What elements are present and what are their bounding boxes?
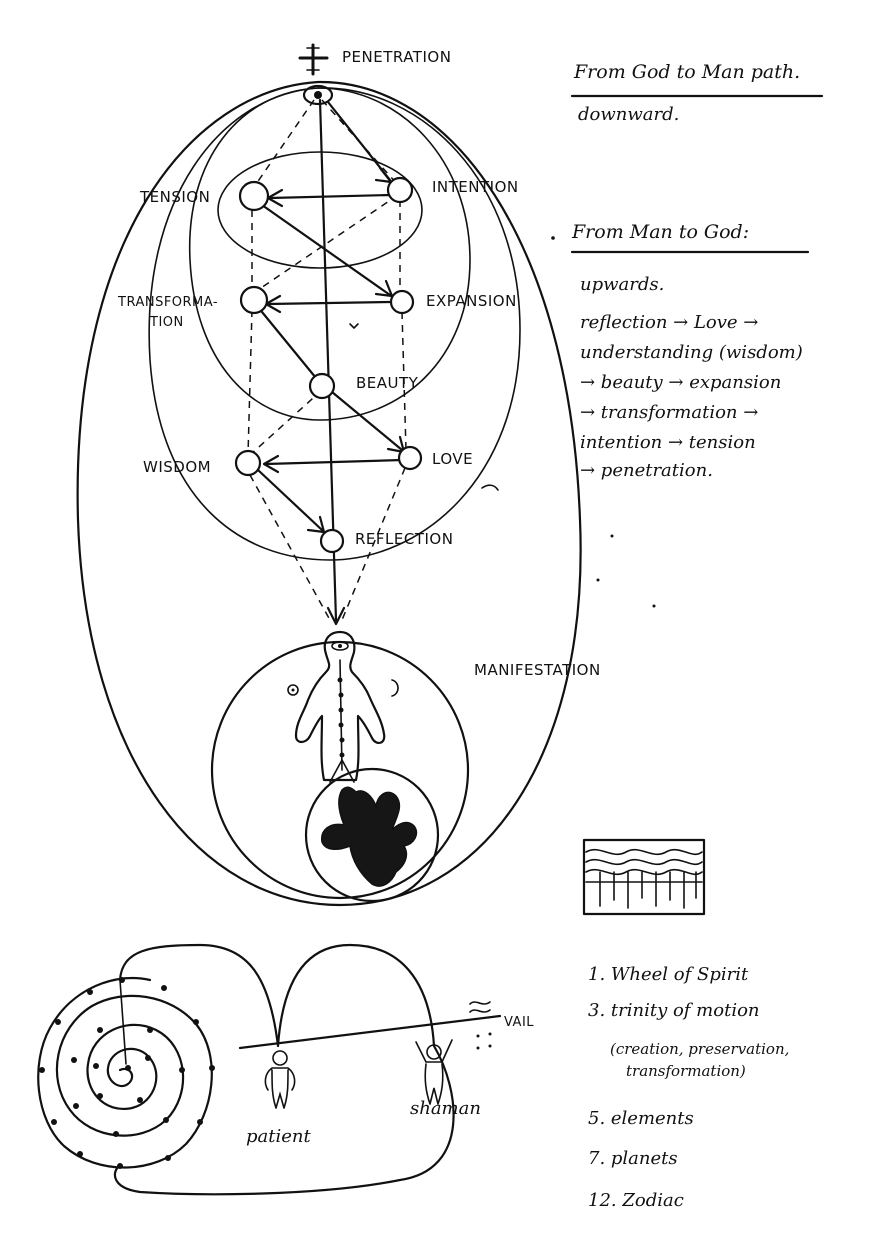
- shaman-figure: [415, 1039, 453, 1105]
- dashed-paths: [247, 99, 407, 621]
- note-line-2: reflection → Love →: [580, 312, 758, 333]
- label-shaman: shaman: [410, 1098, 481, 1119]
- legend-item-7: 12. Zodiac: [588, 1190, 684, 1211]
- top-ellipse: [217, 151, 423, 269]
- node-beauty: [308, 372, 336, 400]
- note-line-5: → transformation →: [580, 402, 758, 423]
- pen-mark: [481, 484, 499, 491]
- note-line-3: understanding (wisdom): [580, 342, 803, 363]
- node-transformation: [239, 285, 269, 315]
- speck: [610, 534, 614, 538]
- label-love: LOVE: [432, 450, 473, 468]
- note-upward-title: From Man to God:: [571, 221, 749, 243]
- node-wisdom: [234, 449, 262, 477]
- waves-icon: [469, 1001, 491, 1013]
- label-vail: VAIL: [504, 1015, 534, 1030]
- speck: [596, 578, 600, 582]
- speck: [652, 604, 656, 608]
- middle-egg: [188, 87, 471, 421]
- label-tension: TENSION: [139, 188, 210, 206]
- shadow-tether: [329, 758, 355, 783]
- patient-figure: [264, 1050, 296, 1109]
- legend-item-3: (creation, preservation,: [610, 1040, 789, 1058]
- legend-item-1: 1. Wheel of Spirit: [588, 964, 749, 985]
- note-line-7: → penetration.: [580, 460, 713, 481]
- label-transformation-1: TRANSFORMA-: [117, 295, 218, 310]
- inner-egg: [148, 87, 521, 561]
- note-line-6: intention → tension: [580, 432, 756, 453]
- label-manifestation: MANIFESTATION: [474, 661, 601, 679]
- legend-item-6: 7. planets: [588, 1148, 678, 1169]
- spirit-loop: [113, 943, 455, 1196]
- label-wisdom: WISDOM: [143, 458, 211, 476]
- label-penetration: PENETRATION: [342, 48, 451, 66]
- bullet-dot: [551, 236, 555, 240]
- node-intention: [386, 176, 414, 204]
- shadow-circle: [304, 767, 440, 903]
- cross-icon: [298, 43, 329, 76]
- note-downward-text: downward.: [578, 104, 679, 125]
- note-line-4: → beauty → expansion: [580, 372, 781, 393]
- human-figure: [294, 630, 386, 782]
- node-reflection: [319, 528, 345, 554]
- dots-mark: [476, 1032, 492, 1050]
- legend-item-4: transformation): [626, 1062, 746, 1080]
- nodes: [234, 176, 423, 554]
- legend-item-5: 5. elements: [588, 1108, 694, 1129]
- label-reflection: REFLECTION: [355, 530, 453, 548]
- label-patient: patient: [246, 1126, 311, 1147]
- label-intention: INTENTION: [432, 178, 519, 196]
- label-expansion: EXPANSION: [426, 292, 517, 310]
- outer-egg: [76, 80, 582, 907]
- note-downward-title: From God to Man path.: [573, 61, 800, 83]
- eye-icon: [302, 84, 334, 106]
- node-tension: [238, 180, 270, 212]
- moon-icon: [391, 679, 399, 697]
- label-beauty: BEAUTY: [356, 374, 419, 392]
- legend-item-2: 3. trinity of motion: [588, 1000, 760, 1021]
- pen-mark-2: [349, 323, 359, 330]
- spiral-wheel: [37, 976, 215, 1169]
- roots-box-sketch: [582, 838, 706, 916]
- note-line-1: upwards.: [580, 274, 664, 295]
- label-transformation-2: TION: [149, 315, 184, 330]
- vail-line: [238, 1014, 502, 1050]
- node-love: [397, 445, 423, 471]
- node-expansion: [389, 289, 415, 315]
- shadow-figure: [321, 786, 418, 887]
- sun-icon: [287, 684, 299, 696]
